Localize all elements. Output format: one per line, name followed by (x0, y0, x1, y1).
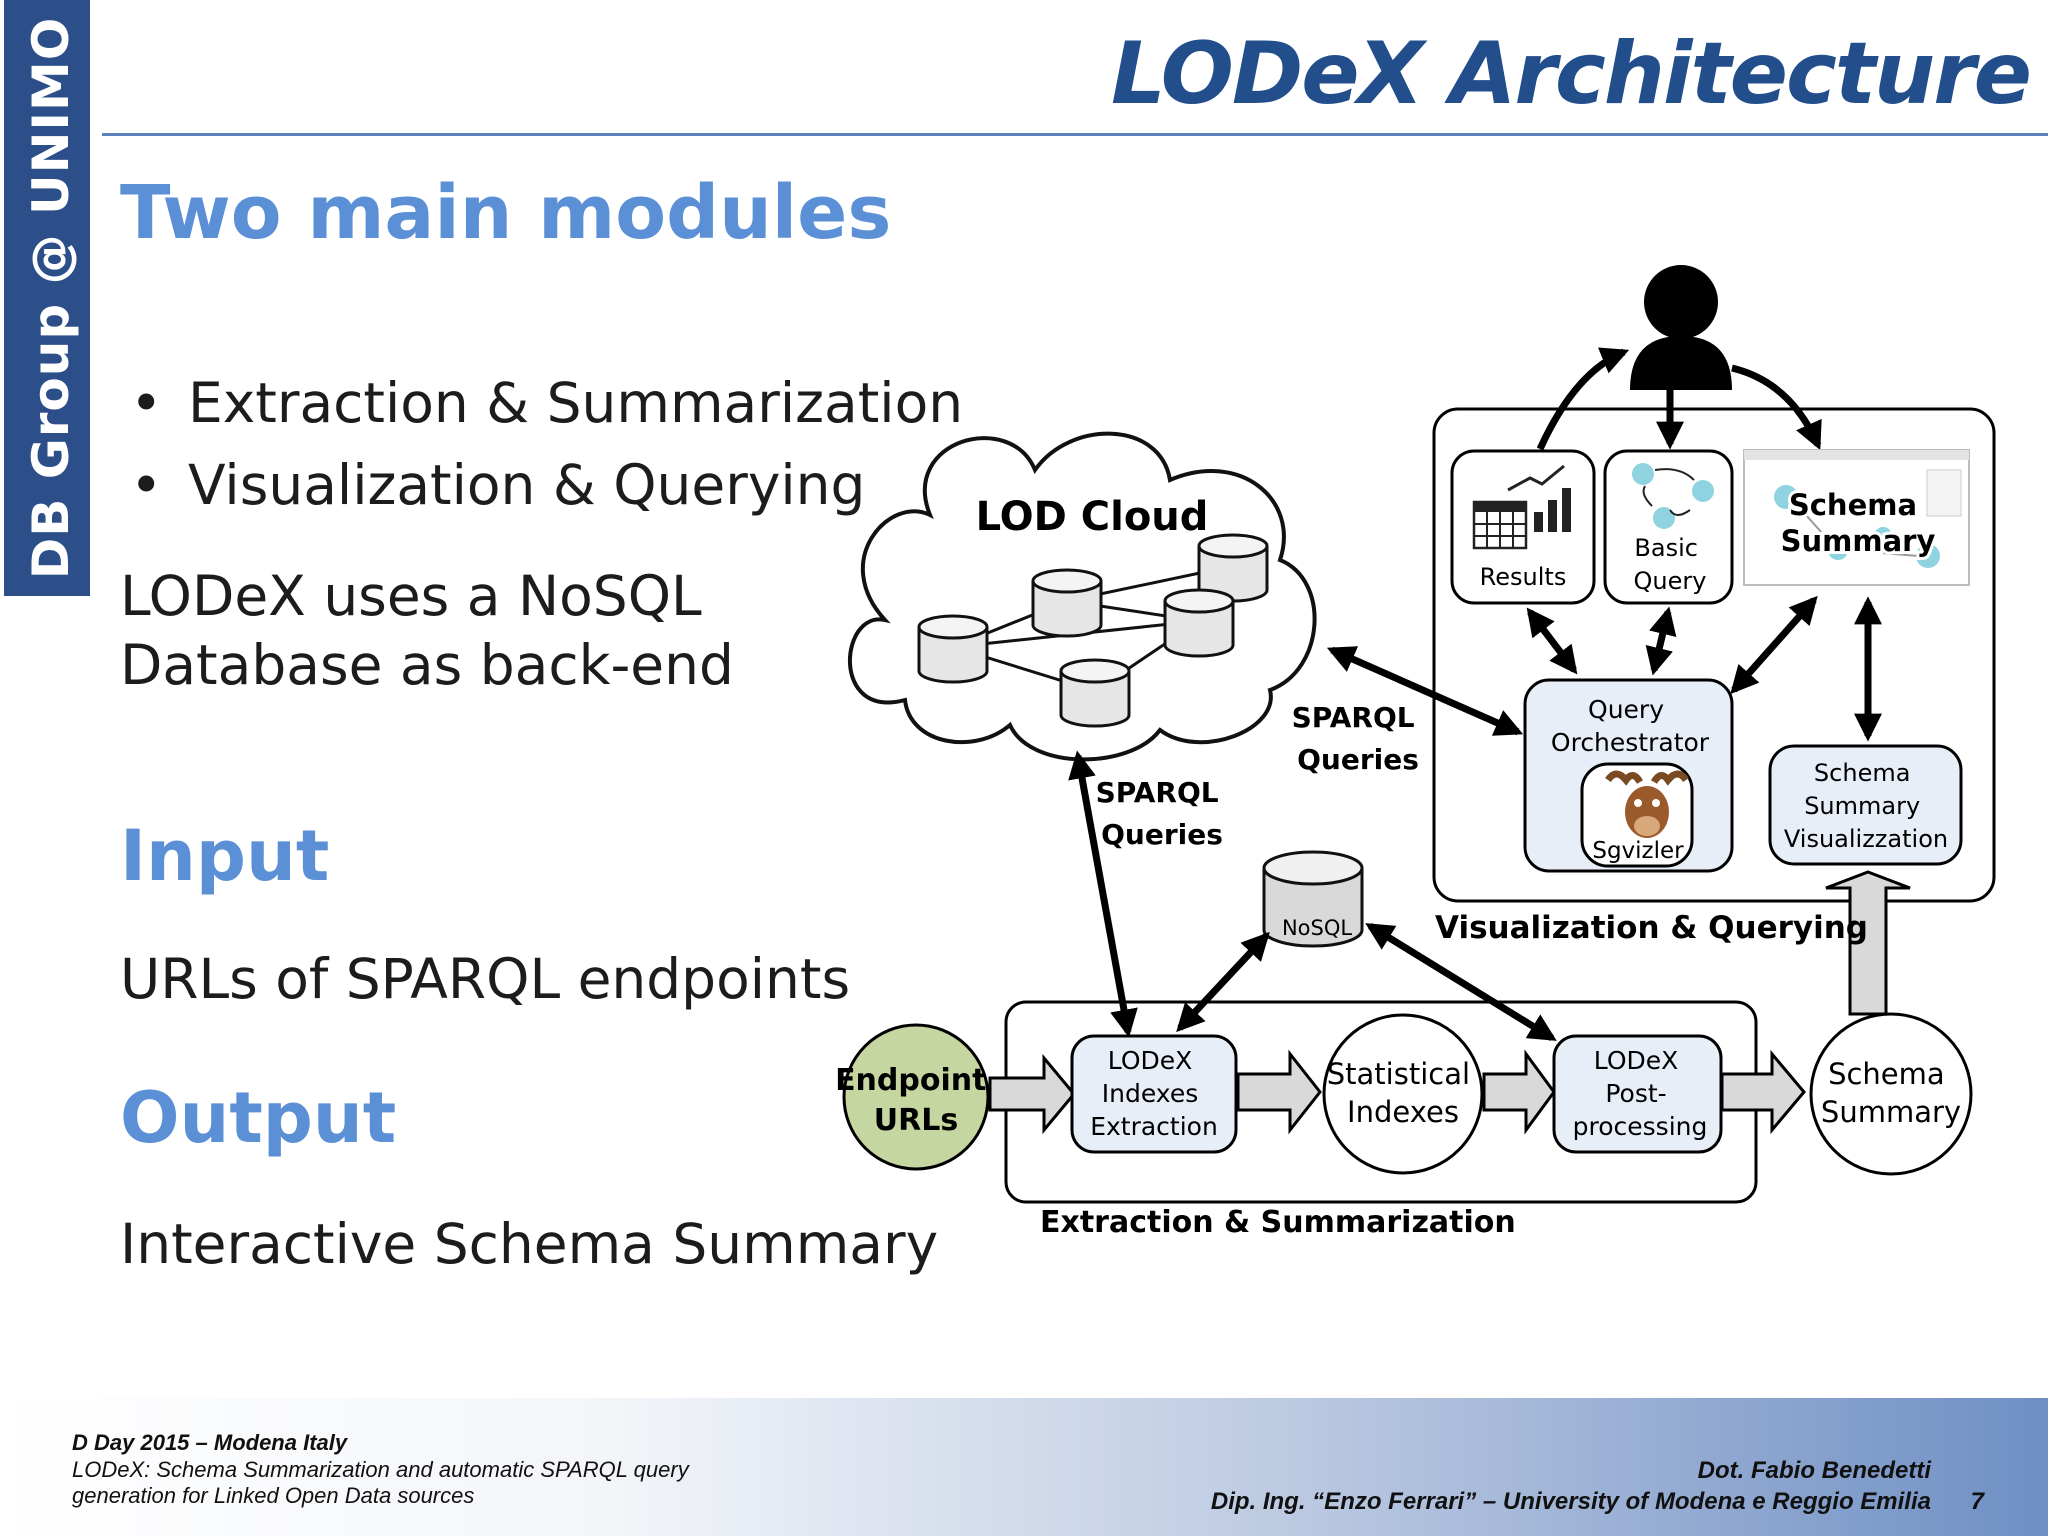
query-orchestrator-label: Query Orchestrator (1551, 695, 1710, 757)
statistical-indexes-label: Statistical Indexes (1327, 1057, 1480, 1129)
post-processing-label: LODeX Post- processing (1573, 1046, 1708, 1141)
results-label: Results (1480, 563, 1567, 591)
arrow-results-to-user (1536, 347, 1630, 451)
nosql-database-icon (1262, 850, 1364, 948)
indexes-extraction-label: LODeX Indexes Extraction (1090, 1046, 1218, 1141)
nosql-line-1: LODeX uses a NoSQL (120, 564, 702, 628)
architecture-diagram: LOD Cloud SPARQL Queries SPARQL Queries … (835, 265, 1996, 1240)
endpoint-line-1: Endpoint (835, 1063, 986, 1098)
flow-arrow-extraction-to-statistical (1236, 1049, 1322, 1135)
footer-page-number: 7 (1970, 1488, 1984, 1515)
statistical-line-2: Indexes (1347, 1095, 1459, 1129)
sparql-left-line-2: Queries (1101, 818, 1223, 851)
module-item-visualization: •Visualization & Querying (130, 453, 866, 517)
footer: D Day 2015 – Modena Italy LODeX: Schema … (0, 1398, 2048, 1536)
lod-cloud-label: LOD Cloud (976, 494, 1209, 540)
schema-output-line-1: Schema (1828, 1057, 1945, 1091)
schema-summary-visualization-label: Schema Summary Visualizzation (1784, 759, 1948, 853)
lod-cloud (848, 431, 1317, 762)
statistical-indexes-node (1322, 1013, 1484, 1175)
title-divider (102, 133, 2048, 136)
schema-vis-line-1: Schema (1814, 759, 1911, 787)
slide-title: LODeX Architecture (1111, 24, 2032, 124)
basic-query-label: Basic Query (1634, 534, 1707, 595)
footer-author: Dot. Fabio Benedetti (1697, 1457, 1931, 1484)
query-orchestrator-line-1: Query (1588, 695, 1664, 724)
post-processing-line-2: Post- (1605, 1079, 1666, 1108)
basic-query-line-1: Basic (1634, 534, 1698, 562)
output-heading: Output (120, 1077, 397, 1159)
up-arrow-schema-to-visualization (1825, 870, 1911, 1016)
basic-query-graph-icon (1632, 463, 1714, 529)
footer-event: D Day 2015 – Modena Italy (72, 1430, 348, 1455)
post-processing-line-3: processing (1573, 1112, 1708, 1141)
nosql-label: NoSQL (1282, 916, 1352, 940)
schema-thumb-line-1: Schema (1789, 488, 1917, 522)
post-processing-line-1: LODeX (1594, 1046, 1678, 1075)
connection-arrows (1068, 595, 1882, 1041)
arrow-user-to-schema-summary (1731, 364, 1822, 451)
side-banner: DB Group @ UNIMO (4, 0, 90, 596)
user-icon (1630, 265, 1732, 390)
schema-vis-line-2: Summary (1804, 792, 1920, 820)
basic-query-line-2: Query (1634, 567, 1707, 595)
sparql-right-line-2: Queries (1297, 743, 1419, 776)
flow-arrow-postprocessing-to-summary (1720, 1049, 1806, 1135)
sgvizler-label: Sgvizler (1592, 838, 1684, 864)
flow-arrow-endpoint-to-extraction (988, 1053, 1076, 1135)
footer-paper-line-2: generation for Linked Open Data sources (72, 1483, 475, 1508)
schema-summary-visualization-box (1768, 744, 1963, 866)
nosql-description: LODeX uses a NoSQL Database as back-end (120, 562, 734, 700)
endpoint-line-2: URLs (874, 1103, 958, 1138)
schema-vis-line-3: Visualizzation (1784, 825, 1948, 853)
modules-list: •Extraction & Summarization •Visualizati… (120, 362, 963, 526)
schema-summary-thumbnail (1743, 449, 1970, 586)
sparql-queries-left-label: SPARQL Queries (1096, 776, 1229, 851)
schema-output-line-2: Summary (1821, 1095, 1961, 1129)
input-text: URLs of SPARQL endpoints (120, 947, 851, 1011)
modules-heading: Two main modules (120, 170, 892, 256)
moose-logo-icon (1605, 770, 1689, 838)
statistical-line-1: Statistical (1327, 1057, 1470, 1091)
flow-arrow-statistical-to-postprocessing (1482, 1049, 1556, 1135)
module-label-extraction: Extraction & Summarization (188, 371, 964, 435)
query-orchestrator-line-2: Orchestrator (1551, 728, 1710, 757)
output-text: Interactive Schema Summary (120, 1212, 939, 1276)
visualization-module-label: Visualization & Querying (1435, 910, 1868, 946)
input-heading: Input (120, 815, 330, 897)
endpoint-urls-node (842, 1023, 990, 1171)
indexes-extraction-line-1: LODeX (1108, 1046, 1192, 1075)
nosql-line-2: Database as back-end (120, 633, 734, 697)
schema-summary-output-node (1809, 1012, 1973, 1176)
results-chart-icon (1507, 464, 1571, 532)
schema-thumb-line-2: Summary (1781, 524, 1936, 558)
footer-affiliation: Dip. Ing. “Enzo Ferrari” – University of… (1210, 1488, 1931, 1515)
endpoint-urls-label: Endpoint URLs (835, 1063, 997, 1138)
indexes-extraction-box (1070, 1034, 1238, 1154)
extraction-module-label: Extraction & Summarization (1040, 1205, 1516, 1240)
post-processing-box (1552, 1034, 1723, 1154)
indexes-extraction-line-3: Extraction (1090, 1112, 1218, 1141)
sparql-right-line-1: SPARQL (1292, 701, 1415, 734)
footer-paper-line-1: LODeX: Schema Summarization and automati… (72, 1457, 689, 1482)
module-label-visualization: Visualization & Querying (188, 453, 866, 517)
schema-summary-thumbnail-label: Schema Summary (1781, 488, 1936, 558)
sparql-queries-right-label: SPARQL Queries (1292, 701, 1425, 776)
schema-summary-output-label: Schema Summary (1821, 1057, 1961, 1129)
indexes-extraction-line-2: Indexes (1102, 1079, 1198, 1108)
module-item-extraction: •Extraction & Summarization (130, 371, 964, 435)
sparql-left-line-1: SPARQL (1096, 776, 1219, 809)
results-table-icon (1472, 500, 1528, 550)
